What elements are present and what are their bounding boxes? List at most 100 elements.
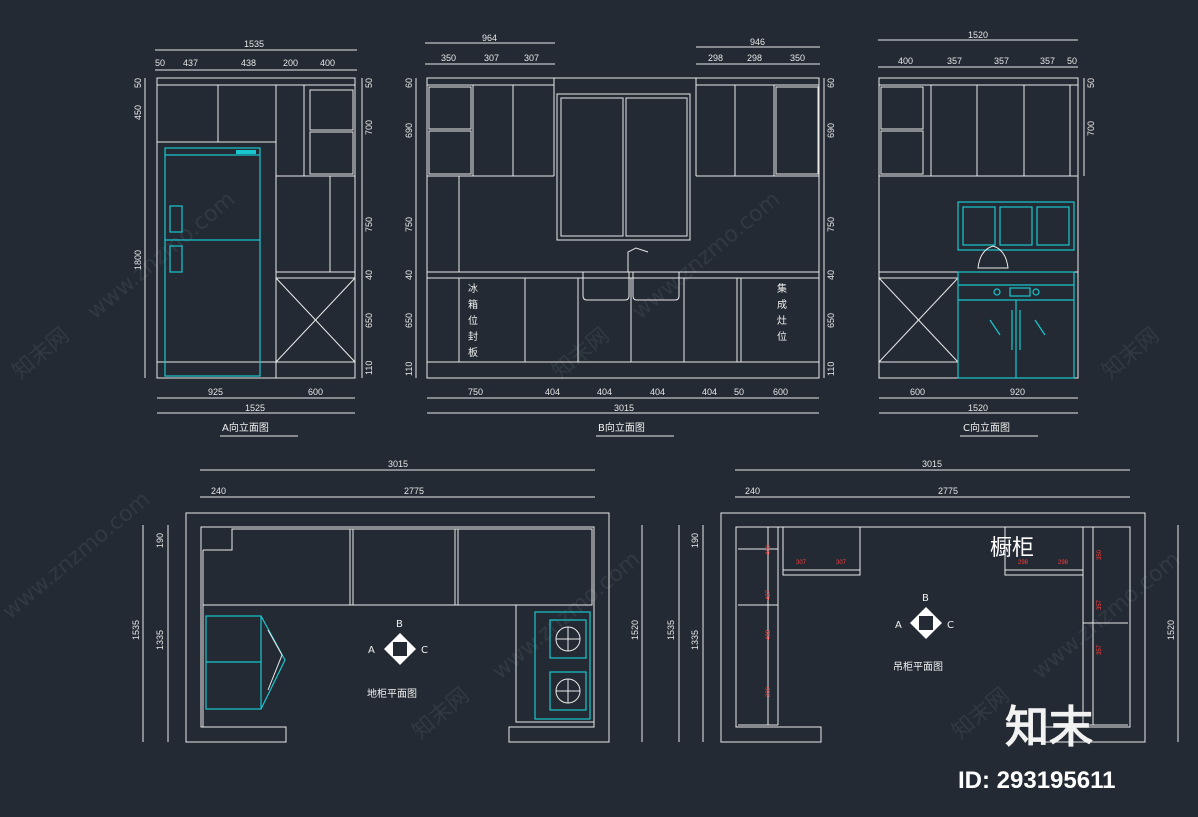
svg-text:B: B <box>396 619 403 630</box>
cooktop-icon <box>534 611 591 720</box>
dim-total: 3015 <box>922 459 942 469</box>
dim: 690 <box>404 123 414 138</box>
svg-text:298: 298 <box>1018 560 1029 566</box>
dim: 2775 <box>938 486 958 496</box>
dim: 50 <box>734 387 744 397</box>
dim: 1335 <box>690 630 700 650</box>
dim-total: 3015 <box>614 403 634 413</box>
caption-elevation-b: B向立面图 <box>598 421 645 434</box>
dim: 404 <box>702 387 717 397</box>
dim: 450 <box>133 105 143 120</box>
caption-plan-base: 地柜平面图 <box>367 687 417 700</box>
elevation-b: 964 350 307 307 946 298 298 350 60 690 7… <box>404 33 836 437</box>
dim: 438 <box>241 58 256 68</box>
dim: 1800 <box>133 250 143 270</box>
dim-total: 1520 <box>968 30 988 40</box>
dim: 600 <box>910 387 925 397</box>
svg-text:307: 307 <box>796 560 807 566</box>
view-direction-compass: B A C <box>895 593 954 639</box>
dim: 650 <box>404 313 414 328</box>
watermark-text: 知末网 <box>8 323 75 385</box>
dim: 690 <box>826 123 836 138</box>
watermark-text: www.znzmo.com <box>628 187 785 325</box>
dim: 357 <box>994 56 1009 66</box>
dim: 298 <box>708 53 723 63</box>
dim: 240 <box>211 486 226 496</box>
svg-text:A: A <box>368 645 375 656</box>
svg-text:位: 位 <box>777 330 787 343</box>
svg-text:箱: 箱 <box>468 298 478 311</box>
dim: 40 <box>364 270 374 280</box>
svg-text:298: 298 <box>1058 560 1069 566</box>
dim: 350 <box>790 53 805 63</box>
svg-text:成: 成 <box>777 299 787 311</box>
elevation-a: 1535 50 437 438 200 400 50 450 1800 50 7… <box>133 39 374 437</box>
watermark-text: 知末网 <box>548 323 615 385</box>
svg-text:357: 357 <box>1097 599 1103 610</box>
integrated-stove-icon <box>957 271 1075 379</box>
dim: 60 <box>826 78 836 88</box>
svg-text:357: 357 <box>1097 644 1103 655</box>
dim: 1520 <box>1166 620 1176 640</box>
svg-text:位: 位 <box>468 314 478 327</box>
plan-base-cabinet: 3015 240 2775 190 1535 1335 1520 <box>131 459 643 743</box>
sink-icon <box>582 247 680 301</box>
dim: 600 <box>773 387 788 397</box>
brand-logo: 知末 <box>1005 702 1093 753</box>
dim: 700 <box>364 120 374 135</box>
dim: 437 <box>183 58 198 68</box>
dim: 190 <box>690 533 700 548</box>
plan-wall-cabinet: 3015 240 2775 190 1535 1335 1520 307 307… <box>666 459 1179 743</box>
dim: 404 <box>650 387 665 397</box>
svg-text:437: 437 <box>766 589 772 600</box>
dim: 298 <box>747 53 762 63</box>
dim: 50 <box>133 78 143 88</box>
dim: 110 <box>826 362 836 376</box>
dim-total: 1520 <box>968 403 988 413</box>
dim-total: 964 <box>482 33 497 43</box>
dim: 404 <box>545 387 560 397</box>
dim: 650 <box>826 313 836 328</box>
dim: 1335 <box>155 630 165 650</box>
dim: 925 <box>208 387 223 397</box>
fridge-icon <box>164 147 261 377</box>
fridge-icon <box>205 615 286 710</box>
view-direction-compass: B A C <box>368 619 428 665</box>
svg-text:A: A <box>895 620 902 631</box>
dim: 307 <box>484 53 499 63</box>
dim: 400 <box>320 58 335 68</box>
dim: 357 <box>947 56 962 66</box>
svg-text:冰: 冰 <box>468 282 478 295</box>
dim-total: 946 <box>750 37 765 47</box>
dim: 240 <box>745 486 760 496</box>
dim: 700 <box>1086 121 1096 136</box>
dim-total: 1525 <box>245 403 265 413</box>
dim: 400 <box>898 56 913 66</box>
dim: 50 <box>1067 56 1077 66</box>
dim: 1520 <box>630 620 640 640</box>
svg-text:400: 400 <box>766 544 772 555</box>
dim: 190 <box>155 533 165 548</box>
svg-text:C: C <box>947 620 954 631</box>
dim: 350 <box>441 53 456 63</box>
watermark-text: 知末网 <box>1098 323 1165 385</box>
dim: 404 <box>597 387 612 397</box>
red-dim-labels: 307 307 298 298 350 357 357 400 437 438 … <box>766 544 1103 697</box>
dim: 50 <box>1086 78 1096 88</box>
dim: 650 <box>364 313 374 328</box>
svg-text:307: 307 <box>836 560 847 566</box>
note-fridge-panel: 冰 箱 位 封 板 <box>468 282 478 359</box>
svg-text:集: 集 <box>777 282 787 295</box>
dim: 110 <box>364 361 374 375</box>
dim: 307 <box>524 53 539 63</box>
svg-text:C: C <box>421 645 428 656</box>
range-hood-icon <box>957 201 1075 269</box>
dim: 750 <box>468 387 483 397</box>
dim-total: 3015 <box>388 459 408 469</box>
dim: 1535 <box>131 620 141 640</box>
svg-text:B: B <box>922 593 929 604</box>
dim: 50 <box>155 58 165 68</box>
caption-elevation-a: A向立面图 <box>222 421 269 434</box>
caption-plan-wall: 吊柜平面图 <box>893 660 943 673</box>
watermark-layer: 知末网 www.znzmo.com 知末网 www.znzmo.com 知末网 … <box>0 187 1185 745</box>
